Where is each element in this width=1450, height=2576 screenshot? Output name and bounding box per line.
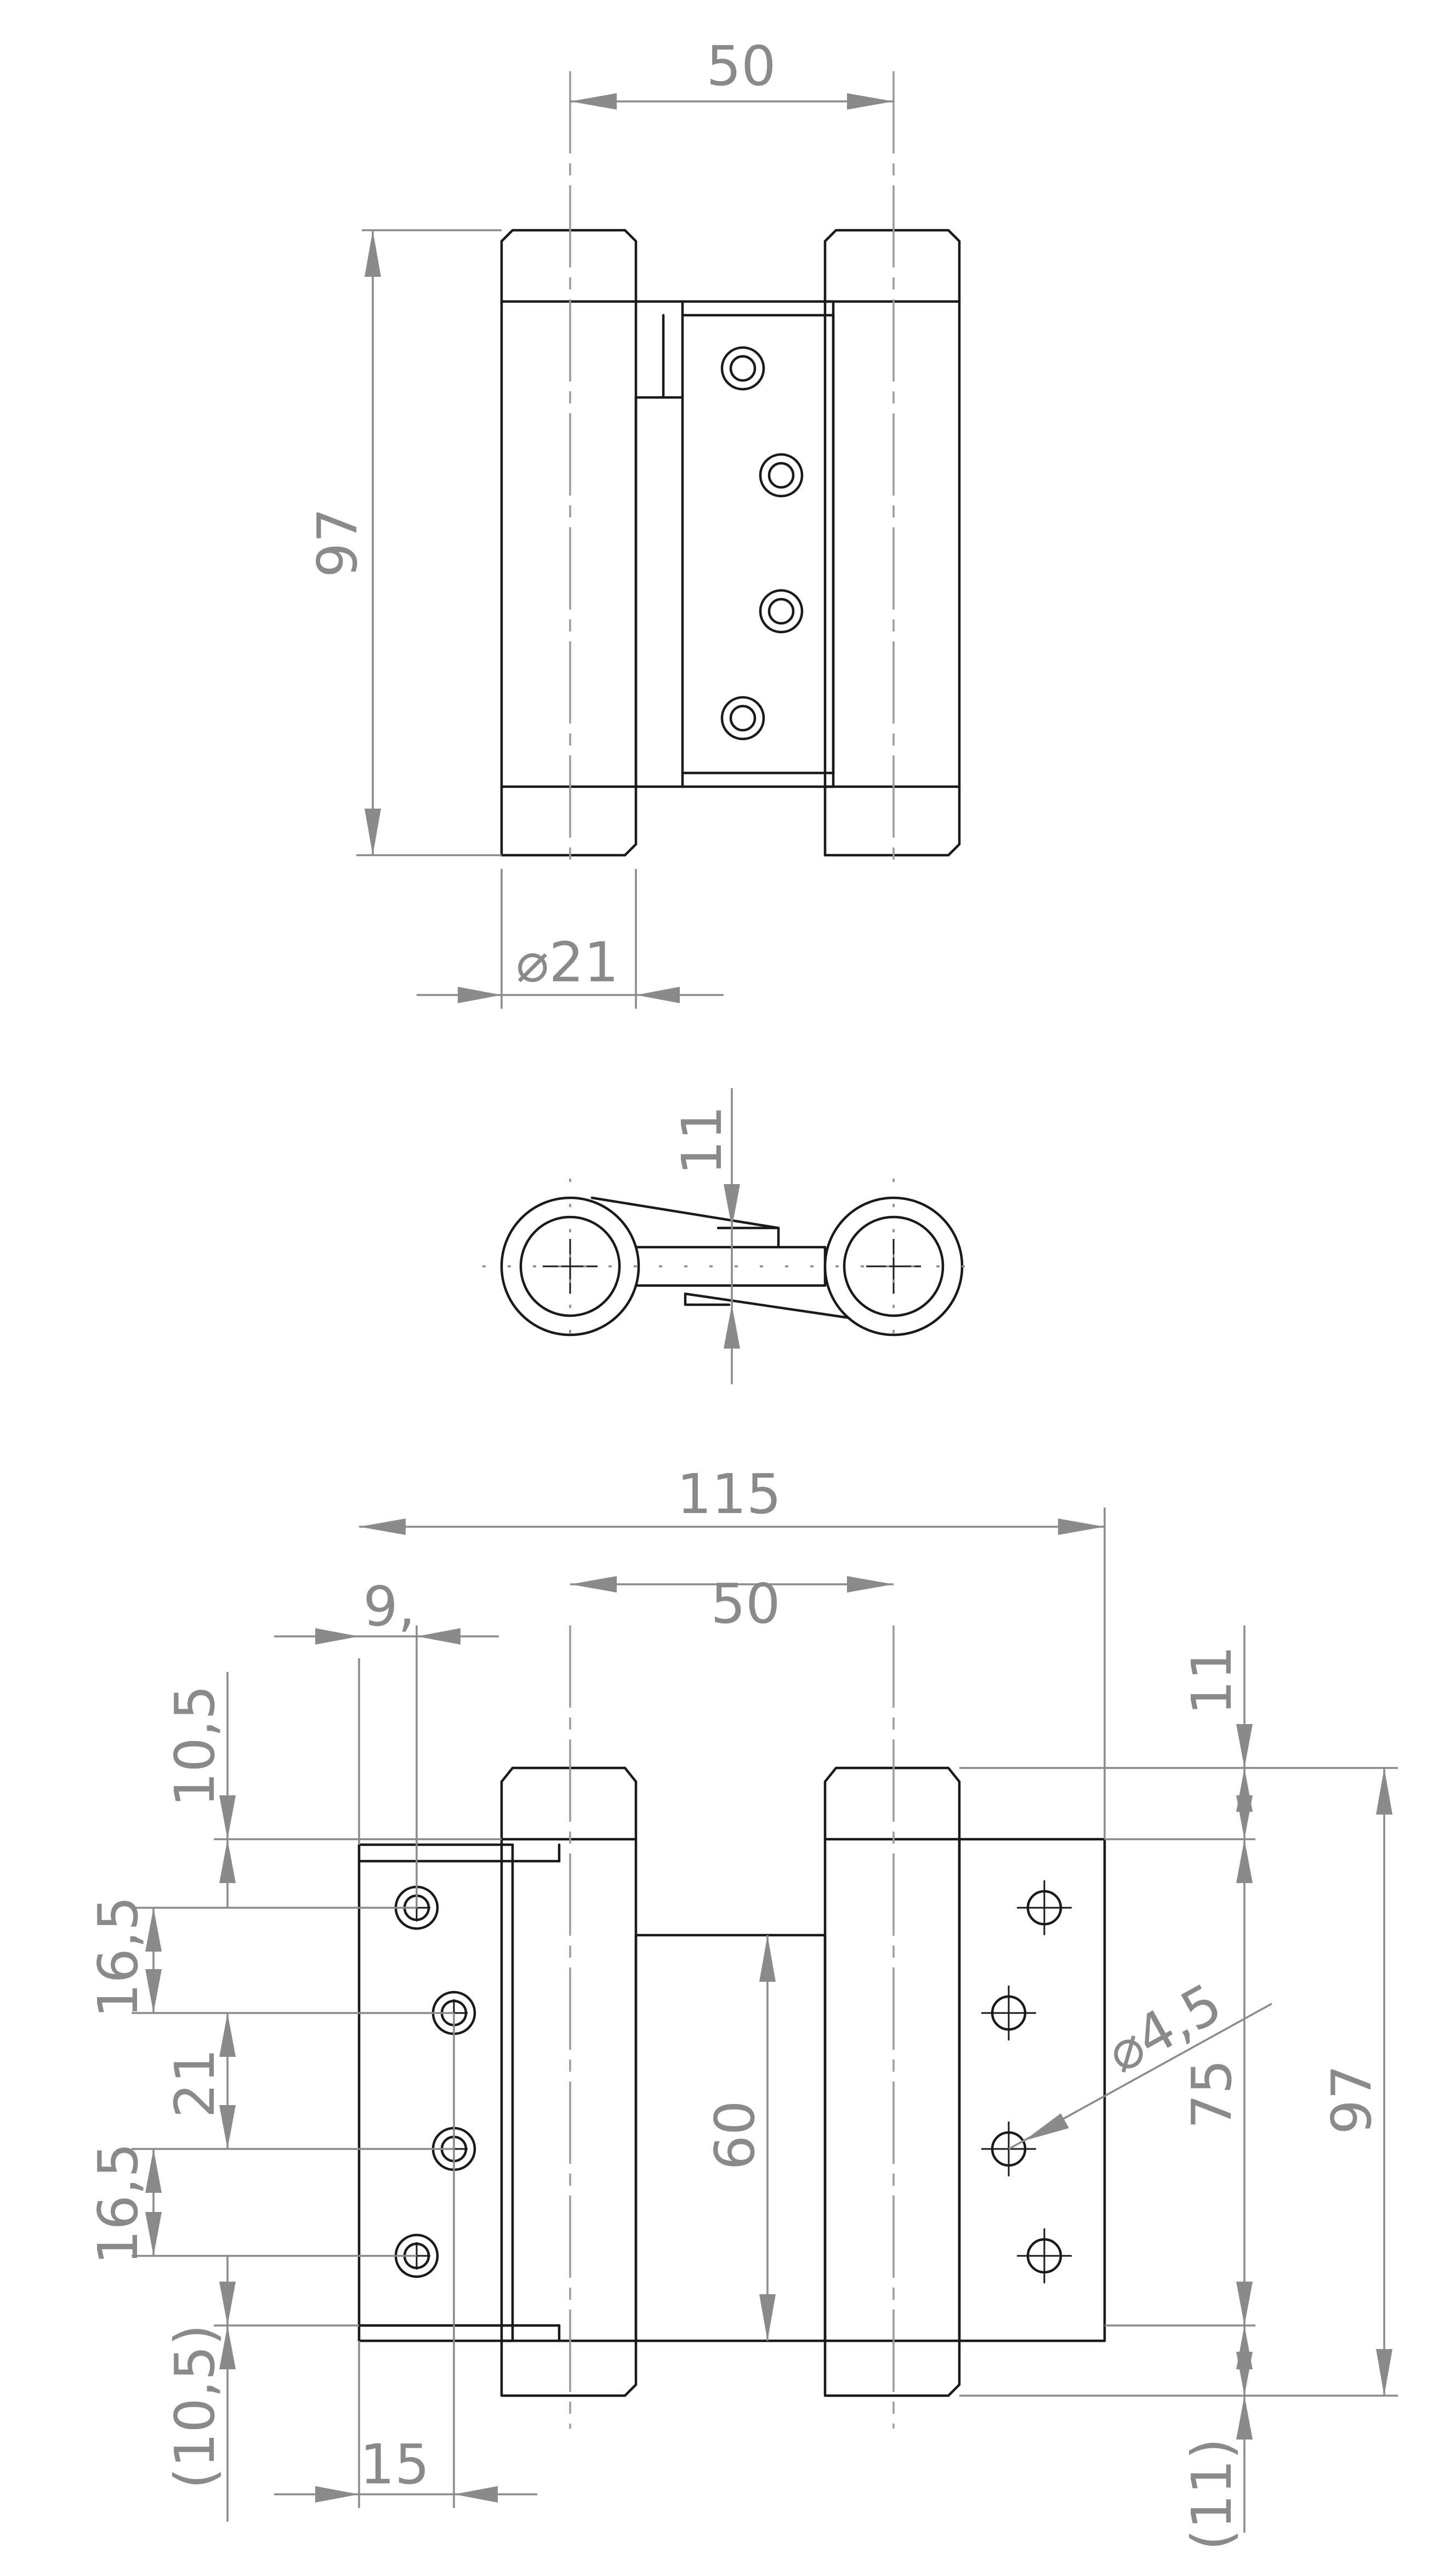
right-barrel-bottom (823, 1766, 961, 2397)
svg-text:⌀21: ⌀21 (516, 930, 618, 994)
dimension-pin-spacing: 50 (570, 34, 894, 110)
section-view: 11 (482, 1088, 981, 1384)
dimension-center-height: 60 (703, 1935, 776, 2341)
screw-hole (1016, 2227, 1073, 2284)
svg-text:75: 75 (1180, 2059, 1244, 2129)
screw-hole (980, 2120, 1037, 2177)
dimension-overall-height: 97 (1320, 1768, 1392, 2396)
front-view: 50 97 ⌀21 (305, 34, 961, 1009)
dimension-hole-spacing-upper: 16,5 (86, 1896, 162, 2018)
dimension-pin-bottom-offset: (11) (1180, 2352, 1253, 2551)
svg-text:11: 11 (1180, 1645, 1244, 1715)
screw-hole (720, 696, 765, 741)
svg-text:(11): (11) (1180, 2438, 1244, 2550)
dimension-top-offset: 10,5 (163, 1672, 236, 1908)
dimension-leaf-height: 75 (1180, 1625, 1253, 2533)
dimension-height: 97 (305, 229, 502, 856)
left-knuckle (500, 1196, 640, 1337)
svg-text:115: 115 (677, 1462, 782, 1526)
right-leaf (958, 1838, 1106, 2342)
svg-text:10,5: 10,5 (163, 1685, 227, 1807)
dimension-hole-spacing-lower: 16,5 (86, 2143, 162, 2265)
svg-text:50: 50 (710, 1572, 780, 1636)
dimension-pin-top-offset: 11 (1180, 1645, 1253, 1812)
svg-text:9,: 9, (363, 1574, 415, 1639)
dimension-barrel-diameter: ⌀21 (417, 869, 724, 1009)
dimension-hole-edge-offset: 9, (274, 1574, 499, 1645)
screw-hole (980, 1984, 1037, 2042)
svg-text:(10,5): (10,5) (163, 2324, 227, 2489)
right-barrel (823, 229, 961, 857)
left-barrel-bottom (500, 1766, 638, 2397)
right-knuckle (823, 1196, 964, 1337)
left-barrel (500, 229, 638, 857)
screw-hole (759, 589, 804, 634)
dimension-offset: 11 (670, 1088, 740, 1384)
dimension-overall-width: 115 (359, 1462, 1105, 1535)
svg-text:50: 50 (706, 34, 776, 98)
screw-hole (720, 346, 765, 391)
leaf-wing-bottom (684, 1292, 873, 1323)
dimension-leaf-edge: 15 (274, 2432, 537, 2503)
dimension-pin-spacing: 50 (570, 1572, 894, 1636)
dimension-hole-spacing-middle: 21 (163, 2013, 236, 2149)
svg-text:97: 97 (305, 508, 369, 577)
mounting-view: 115 50 9, 10,5 16,5 (86, 1462, 1398, 2551)
center-bar (634, 1246, 827, 1287)
screw-hole (759, 453, 804, 498)
left-leaf (357, 1843, 514, 2342)
svg-text:21: 21 (163, 2048, 227, 2118)
svg-text:16,5: 16,5 (86, 1896, 150, 2018)
svg-text:15: 15 (360, 2432, 429, 2497)
svg-text:97: 97 (1320, 2065, 1384, 2134)
screw-hole (1016, 1879, 1073, 1936)
svg-text:11: 11 (670, 1105, 734, 1175)
dimension-bottom-offset: (10,5) (163, 2256, 236, 2522)
svg-text:60: 60 (703, 2100, 767, 2170)
svg-text:16,5: 16,5 (86, 2143, 150, 2265)
hinge-leaf (681, 300, 835, 788)
